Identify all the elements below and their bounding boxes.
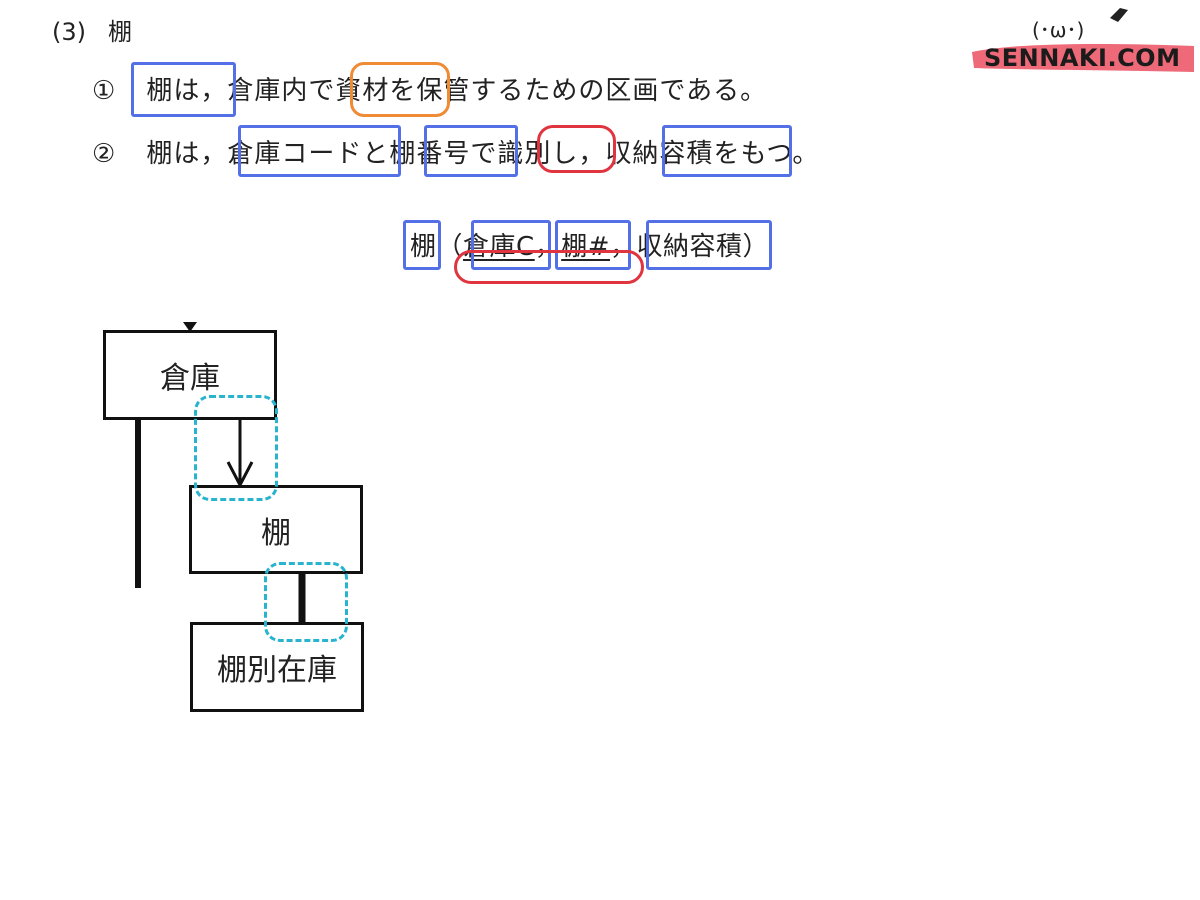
highlight-schema-entity: [403, 220, 441, 270]
logo-face: (･ω･): [1032, 18, 1085, 42]
highlight-material-circle: [350, 62, 450, 117]
schema-key-warehouse: 倉庫C: [463, 232, 535, 262]
statement-2-conj: し，: [551, 139, 606, 169]
highlight-shelf-stock-relation: [264, 562, 348, 642]
section-title: 棚: [108, 18, 132, 46]
statement-2-subject: 棚は，: [146, 139, 228, 169]
section-heading: (3) 棚: [52, 12, 132, 47]
statement-2-warehouse-code: 倉庫コード: [227, 139, 363, 169]
highlight-schema-key-warehouse: [471, 220, 551, 270]
highlight-schema-key-oval: [454, 250, 644, 284]
incoming-arrow-tip: [183, 322, 197, 332]
statement-2-capacity: 収納容積: [605, 139, 714, 169]
entity-shelf-label: 棚: [261, 515, 291, 551]
schema-close-paren: ）: [742, 232, 770, 262]
highlight-shelf-number: [424, 125, 518, 177]
statement-2-marker: ②: [92, 139, 117, 169]
statement-1-material: 資材: [335, 76, 390, 106]
statement-2-and: と: [362, 139, 390, 169]
statement-1: ① 棚は，倉庫内で資材を保管するための区画である。: [92, 70, 767, 107]
highlight-schema-capacity: [646, 220, 772, 270]
highlight-identify-circle: [537, 125, 616, 173]
section-number: (3): [52, 18, 86, 46]
schema-key-shelf: 棚#: [561, 232, 610, 262]
highlight-shelf-subject-1: [131, 62, 236, 117]
logo-brush-stroke: [972, 8, 1194, 72]
site-logo: (･ω･) SENNAKI.COM: [968, 0, 1198, 80]
statement-1-rest: を保管するための区画である。: [389, 76, 768, 106]
statement-1-marker: ①: [92, 76, 117, 106]
entity-warehouse-label: 倉庫: [160, 361, 220, 396]
schema-attr-capacity: 収納容積: [636, 232, 743, 262]
statement-1-subject: 棚は，: [146, 76, 228, 106]
entity-warehouse: 倉庫: [103, 330, 277, 420]
entity-shelf-stock-label: 棚別在庫: [217, 653, 337, 688]
logo-text: SENNAKI.COM: [984, 44, 1181, 72]
highlight-capacity: [662, 125, 792, 177]
highlight-warehouse-code: [238, 125, 401, 177]
highlight-schema-key-shelf: [555, 220, 631, 270]
statement-1-location: 倉庫内で: [227, 76, 336, 106]
statement-2-rest: をもつ。: [713, 139, 820, 169]
schema-entity: 棚: [410, 232, 437, 262]
highlight-warehouse-shelf-relation: [194, 395, 278, 501]
statement-2-shelf-number: 棚番号: [389, 139, 471, 169]
statement-2-by: で: [470, 139, 498, 169]
